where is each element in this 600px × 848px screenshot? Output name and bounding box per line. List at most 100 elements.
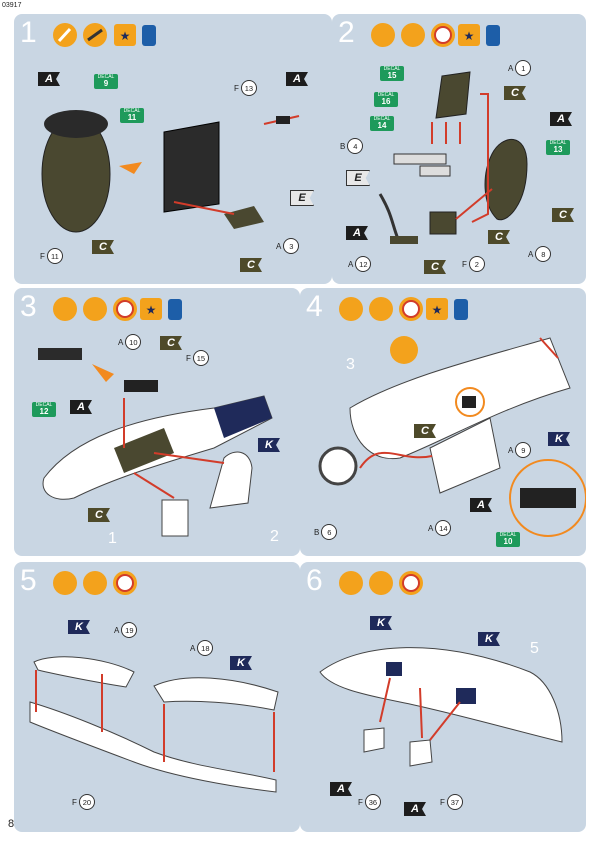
part-tree-flag: E [346,170,370,186]
step-number: 2 [338,16,355,49]
subassembly-ref: 5 [530,640,539,657]
direction-arrow [92,364,114,382]
part-tree-flag: A [330,782,352,796]
decal-icon [426,298,448,320]
part-tree-flag: C [414,424,436,438]
tools-icon-row [339,571,423,595]
part-tree-flag: K [548,432,570,446]
tools-icon-row [53,571,137,595]
part-tree-flag: K [478,632,500,646]
tool-icons: ★ [370,22,510,48]
paint-icon [142,25,156,46]
part-tree-flag: A [70,400,92,414]
part-tree-flag: A [550,112,572,126]
svg-text:★: ★ [464,29,475,43]
step-4-drawing [318,336,586,537]
part-tree-flag: K [258,438,280,452]
decal-icon [114,24,136,46]
tool-icons: ★ [52,296,202,322]
step-number: 5 [20,564,37,597]
page-number: 8 [8,818,15,830]
part-tree-flag: A [404,802,426,816]
part-tree-flag: A [346,226,368,240]
cutter-icon [339,571,363,595]
part-tree-flag: C [160,336,182,350]
subassembly-ref: 2 [270,528,279,545]
glue-icon [83,571,107,595]
tool-icons: ★ [52,22,182,48]
cutter-icon [371,23,395,47]
part-tree-flag: A [470,498,492,512]
step-1-drawing [41,110,300,233]
cutter-icon [53,297,77,321]
step-number: 1 [20,16,37,49]
svg-text:★: ★ [432,303,443,317]
paint-icon [168,299,182,320]
tool-icons: ★ [338,296,488,322]
glue-icon [369,297,393,321]
step-2-drawing [378,71,528,244]
paint-icon [454,299,468,320]
part-tree-flag: C [552,208,574,222]
part-tree-flag: K [230,656,252,670]
tool-icons [52,570,142,596]
svg-text:★: ★ [120,29,131,43]
part-tree-flag: C [424,260,446,274]
product-code: 03917 [2,2,22,9]
tools-icon-row: ★ [53,297,182,321]
part-tree-flag: C [88,508,110,522]
glue-icon [369,571,393,595]
part-tree-flag: C [488,230,510,244]
step-6-drawing [319,647,563,767]
step-3-drawing [38,348,273,537]
part-tree-flag: C [92,240,114,254]
subassembly-ref: 3 [346,356,355,373]
cockpit-detail-icon [390,336,418,364]
step-number: 3 [20,290,37,323]
glue-icon [83,297,107,321]
decal-icon [458,24,480,46]
decal-icon [140,298,162,320]
glue-icon [401,23,425,47]
tools-icon-row: ★ [53,23,156,47]
subassembly-ref: 1 [108,530,117,547]
step-5-drawing [29,656,279,793]
cutter-icon [53,571,77,595]
direction-arrow [119,162,142,174]
part-tree-flag: A [286,72,308,86]
tool-icons [338,570,428,596]
svg-text:★: ★ [146,303,157,317]
tools-icon-row: ★ [371,23,500,47]
cutter-icon [339,297,363,321]
